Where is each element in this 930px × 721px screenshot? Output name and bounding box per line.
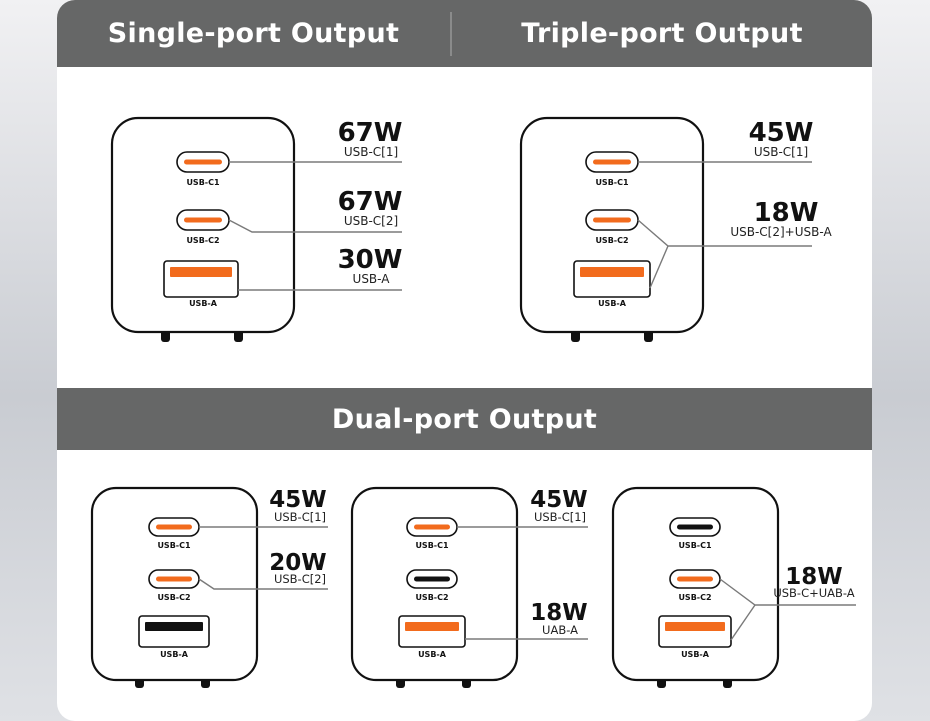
usb-a-label: USB-A (418, 650, 447, 659)
watt-value: 45W (269, 487, 326, 513)
dual-port-charger-3: USB-C1 USB-C2 USB-A (611, 486, 780, 688)
usb-a-port: USB-A (573, 260, 651, 308)
usb-c1-label: USB-C1 (678, 541, 712, 550)
usb-a-label: USB-A (598, 299, 627, 308)
usb-a-port: USB-A (138, 615, 210, 659)
leader-line (649, 245, 669, 289)
port-name: USB-C[1] (754, 145, 808, 159)
usb-c1-port: USB-C1 (669, 517, 721, 550)
usb-a-port: USB-A (658, 615, 732, 659)
header-bar-middle: Dual-port Output (57, 388, 872, 450)
usb-c2-label: USB-C2 (415, 593, 448, 602)
port-name: USB-A (353, 272, 391, 286)
watt-value: 45W (749, 118, 814, 148)
port-name: USB-C[1] (534, 510, 586, 524)
usb-c2-port: USB-C2 (406, 569, 458, 602)
usb-c1-label: USB-C1 (186, 178, 220, 187)
leader-line (198, 578, 328, 590)
header-bar-top: Single-port Output Triple-port Output (57, 0, 872, 67)
port-name: USB-C[2] (344, 214, 398, 228)
watt-value: 18W (785, 564, 842, 590)
single-port-title: Single-port Output (107, 18, 400, 49)
usb-a-label: USB-A (681, 650, 710, 659)
usb-c2-port: USB-C2 (669, 569, 721, 602)
watt-value: 30W (338, 245, 403, 275)
watt-value: 20W (269, 550, 326, 576)
usb-c2-label: USB-C2 (595, 236, 628, 245)
usb-c1-label: USB-C1 (415, 541, 449, 550)
usb-c1-port: USB-C1 (585, 151, 639, 187)
port-name: USB-C[1] (274, 510, 326, 524)
watt-value: 45W (530, 487, 587, 513)
port-name: USB-C[2]+USB-A (730, 225, 832, 239)
port-name: UAB-A (542, 623, 578, 637)
port-name: USB-C[2] (274, 572, 326, 586)
single-port-charger: USB-C1 USB-C2 USB-A (110, 116, 296, 342)
usb-c1-label: USB-C1 (595, 178, 629, 187)
dual-port-title: Dual-port Output (331, 403, 598, 435)
watt-value: 67W (338, 118, 403, 148)
leader-line (228, 219, 402, 233)
leader-line (730, 604, 756, 641)
triple-port-charger: USB-C1 USB-C2 USB-A (519, 116, 705, 342)
watt-value: 18W (530, 600, 587, 626)
dual-port-charger-1: USB-C1 USB-C2 USB-A (90, 486, 259, 688)
usb-a-port: USB-A (163, 260, 239, 308)
usb-c1-port: USB-C1 (148, 517, 200, 550)
usb-c1-port: USB-C1 (406, 517, 458, 550)
watt-value: 18W (754, 198, 819, 228)
usb-c2-port: USB-C2 (148, 569, 200, 602)
usb-a-port: USB-A (398, 615, 466, 659)
triple-port-title: Triple-port Output (521, 18, 803, 49)
dual-port-charger-2: USB-C1 USB-C2 USB-A (350, 486, 519, 688)
usb-c1-label: USB-C1 (157, 541, 191, 550)
usb-a-label: USB-A (189, 299, 218, 308)
watt-value: 67W (338, 187, 403, 217)
usb-c2-label: USB-C2 (678, 593, 711, 602)
usb-a-label: USB-A (160, 650, 189, 659)
port-name: USB-C+UAB-A (773, 586, 854, 600)
port-name: USB-C[1] (344, 145, 398, 159)
usb-c2-label: USB-C2 (186, 236, 219, 245)
usb-c2-port: USB-C2 (176, 209, 230, 245)
header-divider (450, 12, 452, 56)
usb-c2-label: USB-C2 (157, 593, 190, 602)
